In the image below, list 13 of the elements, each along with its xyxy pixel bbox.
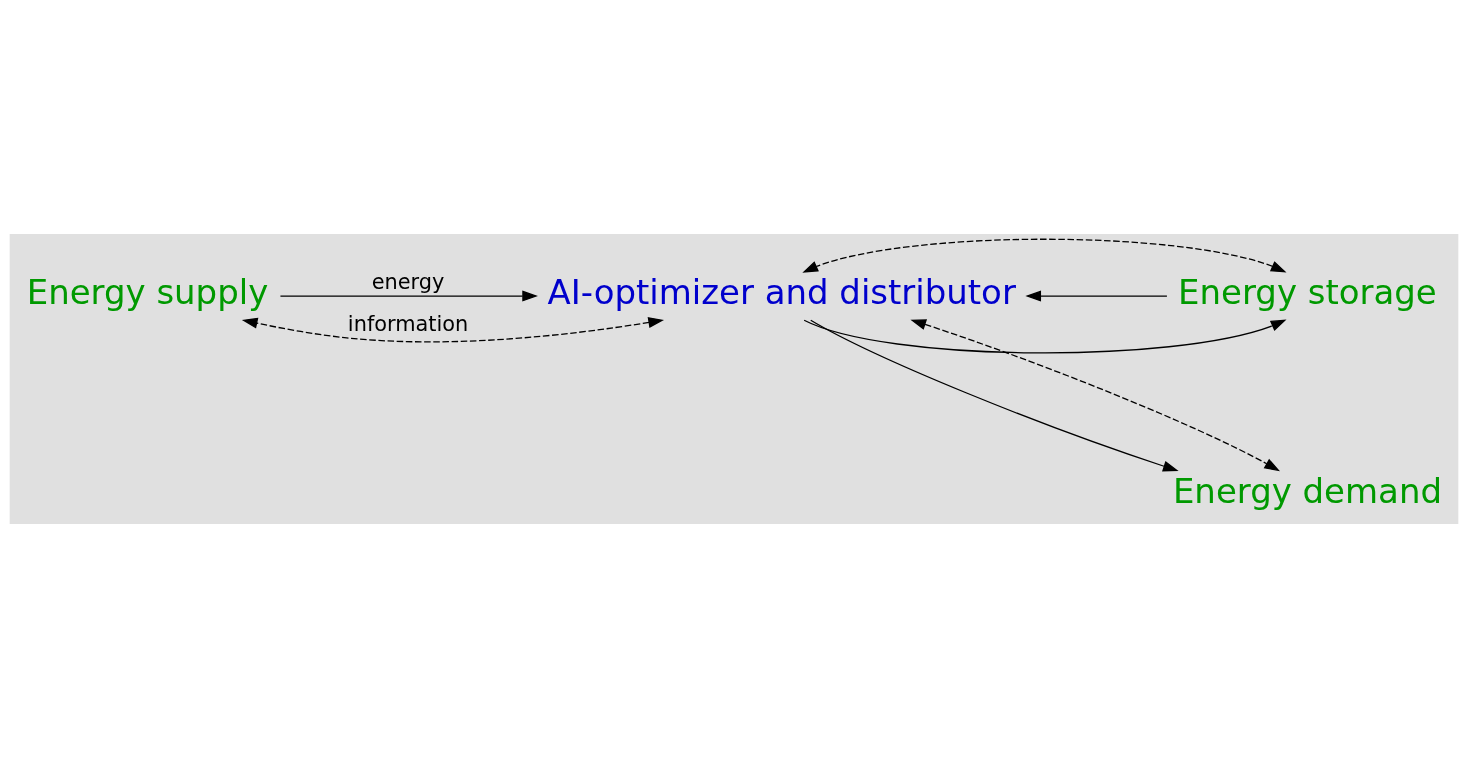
arrow (241, 317, 664, 343)
node-text: Energy storage (1178, 272, 1437, 313)
arrow (802, 238, 1287, 273)
node-text: Energy demand (1172, 470, 1442, 511)
arrow (810, 319, 1179, 472)
edge-label: information (347, 312, 469, 337)
node-text: Energy supply (26, 272, 269, 313)
arrow (279, 290, 538, 302)
arrow (910, 319, 1280, 472)
node-text: AI-optimizer and distributor (547, 272, 1016, 313)
edge-label: energy (371, 270, 445, 295)
arrow (1025, 290, 1168, 302)
arrow (803, 319, 1287, 354)
